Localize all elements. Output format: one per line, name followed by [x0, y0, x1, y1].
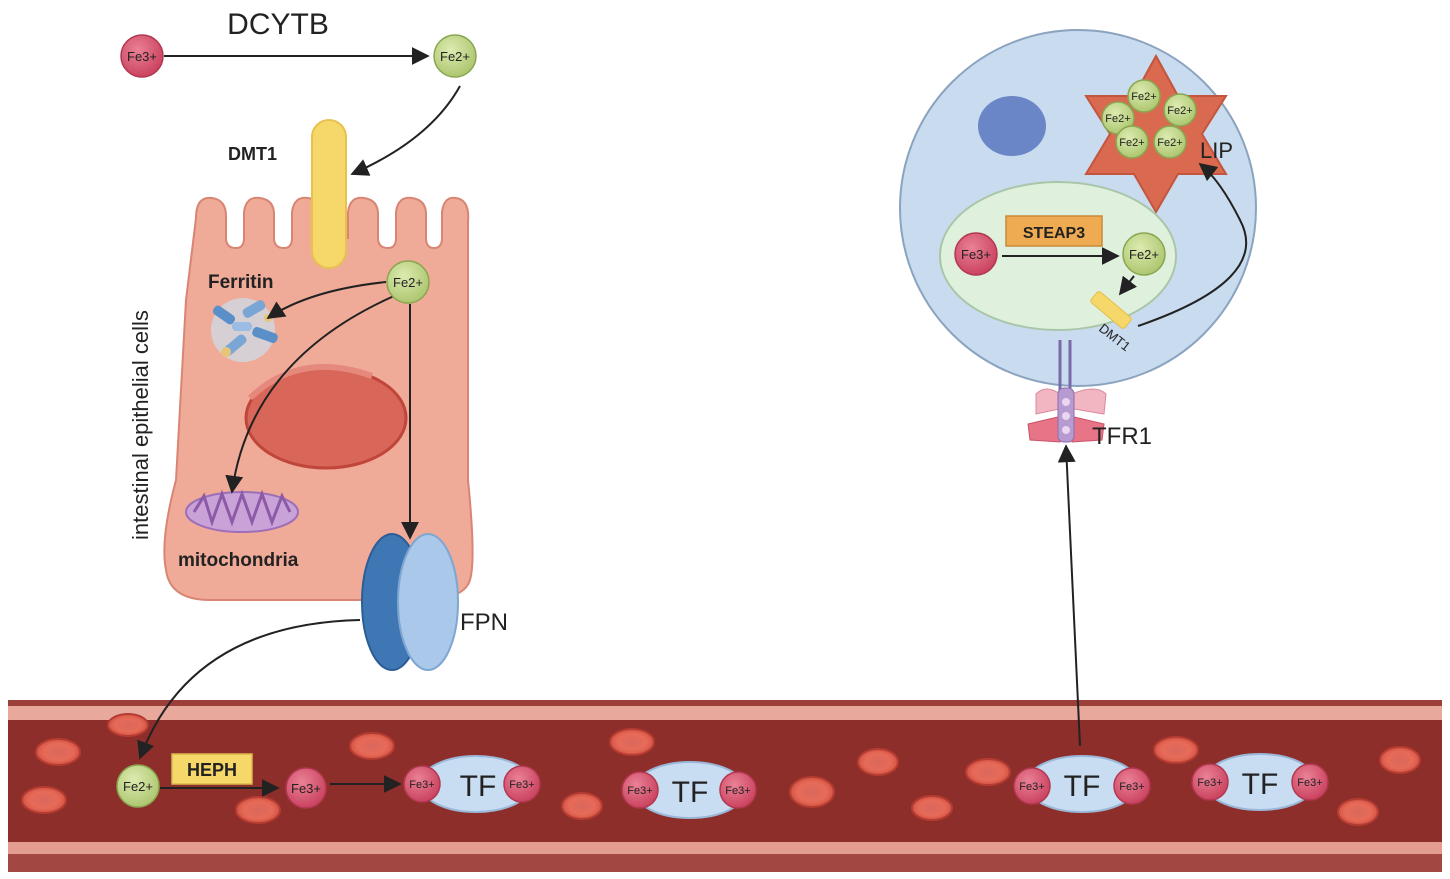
- heph-label: HEPH: [187, 760, 237, 780]
- labels: DCYTB DMT1 Ferritin intestinal epithelia…: [128, 8, 1233, 785]
- fpn-transporter: [361, 533, 459, 671]
- fe3-ion: Fe3+: [120, 34, 164, 78]
- arrow-fe2-to-endosome-dmt1: [1118, 275, 1138, 296]
- arrow-to-mitochondria: [225, 295, 395, 494]
- endosome-dmt1: [1090, 291, 1132, 329]
- red-blood-cell: [107, 713, 149, 737]
- arrows: [137, 47, 1248, 797]
- transferrin-complexes: TF Fe3+ Fe3+ TF Fe3+ Fe3+ TF Fe3+ Fe3+ T…: [403, 753, 1329, 819]
- svg-text:Fe3+: Fe3+: [1019, 781, 1044, 793]
- transferrin-complex: TF Fe3+ Fe3+: [403, 755, 541, 813]
- fe2-ion: Fe2+: [1163, 93, 1197, 127]
- svg-text:TF: TF: [1064, 770, 1101, 803]
- svg-text:TF: TF: [1242, 768, 1279, 801]
- arrow-tf-to-tfr1: [1057, 444, 1081, 747]
- vessel-top-layer: [8, 706, 1442, 720]
- arrow-dmt1-to-lip: [1137, 162, 1248, 327]
- fe3-ion: Fe3+: [954, 232, 998, 276]
- transferrin-complex: TF Fe3+ Fe3+: [1013, 755, 1151, 813]
- tfr1-receptor: [1027, 387, 1107, 443]
- svg-text:Fe3+: Fe3+: [1197, 777, 1222, 789]
- vessel-bottom-layer: [8, 842, 1442, 854]
- transferrin-complex: TF Fe3+ Fe3+: [1191, 753, 1329, 811]
- red-blood-cells: [21, 713, 1421, 826]
- red-blood-cell: [965, 758, 1011, 786]
- steap3-label-box: STEAP3: [1005, 215, 1103, 247]
- arrow-fpn-to-blood: [137, 619, 361, 760]
- fe2-ion: Fe2+: [386, 260, 430, 304]
- intestinal-epithelial-cell: [163, 119, 474, 671]
- tfr1-label: TFR1: [1092, 423, 1152, 450]
- svg-text:Fe3+: Fe3+: [409, 779, 434, 791]
- lip-fe2-cluster: Fe2+ Fe2+ Fe2+ Fe2+ Fe2+: [1101, 79, 1197, 159]
- fe2-ion: Fe2+: [1153, 125, 1187, 159]
- arrow-to-ferritin: [266, 281, 387, 319]
- vessel-bottom-wall: [8, 854, 1442, 872]
- transferrin-complex: TF Fe3+ Fe3+: [621, 761, 757, 819]
- mitochondria-icon: [185, 489, 299, 533]
- dmt1-transporter: [311, 119, 347, 269]
- svg-text:Fe3+: Fe3+: [1119, 781, 1144, 793]
- target-cell-nucleus: [978, 96, 1046, 156]
- lip-label: LIP: [1200, 138, 1233, 163]
- fe2-ion: Fe2+: [116, 764, 160, 808]
- svg-text:Fe2+: Fe2+: [123, 779, 153, 794]
- fe2-ion: Fe2+: [1101, 101, 1135, 135]
- dcytb-label: DCYTB: [227, 8, 329, 41]
- ferritin-icon: [211, 298, 278, 362]
- ions: Fe3+ Fe2+ Fe2+ Fe2+ Fe3+ Fe3+ Fe2+: [116, 34, 1197, 809]
- svg-text:Fe3+: Fe3+: [627, 785, 652, 797]
- dmt1-label: DMT1: [228, 144, 277, 164]
- svg-text:Fe2+: Fe2+: [1105, 113, 1130, 125]
- ferritin-label: Ferritin: [208, 272, 273, 293]
- red-blood-cell: [561, 792, 603, 820]
- red-blood-cell: [235, 796, 281, 824]
- red-blood-cell: [789, 776, 835, 808]
- svg-text:Fe2+: Fe2+: [1119, 137, 1144, 149]
- steap3-label: STEAP3: [1023, 225, 1085, 242]
- cell-type-label: intestinal epithelial cells: [128, 310, 153, 540]
- svg-text:Fe3+: Fe3+: [1297, 777, 1322, 789]
- red-blood-cell: [911, 795, 953, 821]
- svg-text:TF: TF: [460, 770, 497, 803]
- red-blood-cell: [857, 748, 899, 776]
- heph-label-box: HEPH: [171, 753, 253, 785]
- svg-text:Fe2+: Fe2+: [1131, 91, 1156, 103]
- svg-text:Fe3+: Fe3+: [509, 779, 534, 791]
- red-blood-cell: [1379, 746, 1421, 774]
- svg-text:Fe3+: Fe3+: [961, 247, 991, 262]
- fe3-ion: Fe3+: [285, 767, 327, 809]
- svg-text:TF: TF: [672, 776, 709, 809]
- fe2-ion: Fe2+: [1127, 79, 1161, 113]
- svg-text:Fe3+: Fe3+: [127, 49, 157, 64]
- svg-text:Fe2+: Fe2+: [1167, 105, 1192, 117]
- red-blood-cell: [1337, 798, 1379, 826]
- fe2-ion: Fe2+: [433, 34, 477, 78]
- fe2-ion: Fe2+: [1122, 232, 1166, 276]
- red-blood-cell: [35, 738, 81, 766]
- arrow-fe2-to-dmt1: [350, 85, 461, 176]
- svg-text:Fe2+: Fe2+: [1129, 247, 1159, 262]
- red-blood-cell: [21, 786, 67, 814]
- svg-text:Fe3+: Fe3+: [291, 781, 321, 796]
- fpn-label: FPN: [460, 609, 508, 636]
- mitochondria-label: mitochondria: [178, 550, 299, 571]
- red-blood-cell: [349, 732, 395, 760]
- red-blood-cell: [609, 728, 655, 756]
- fe2-ion: Fe2+: [1115, 125, 1149, 159]
- svg-text:Fe2+: Fe2+: [440, 49, 470, 64]
- svg-text:Fe2+: Fe2+: [1157, 137, 1182, 149]
- svg-text:Fe3+: Fe3+: [725, 785, 750, 797]
- svg-text:Fe2+: Fe2+: [393, 275, 423, 290]
- red-blood-cell: [1153, 736, 1199, 764]
